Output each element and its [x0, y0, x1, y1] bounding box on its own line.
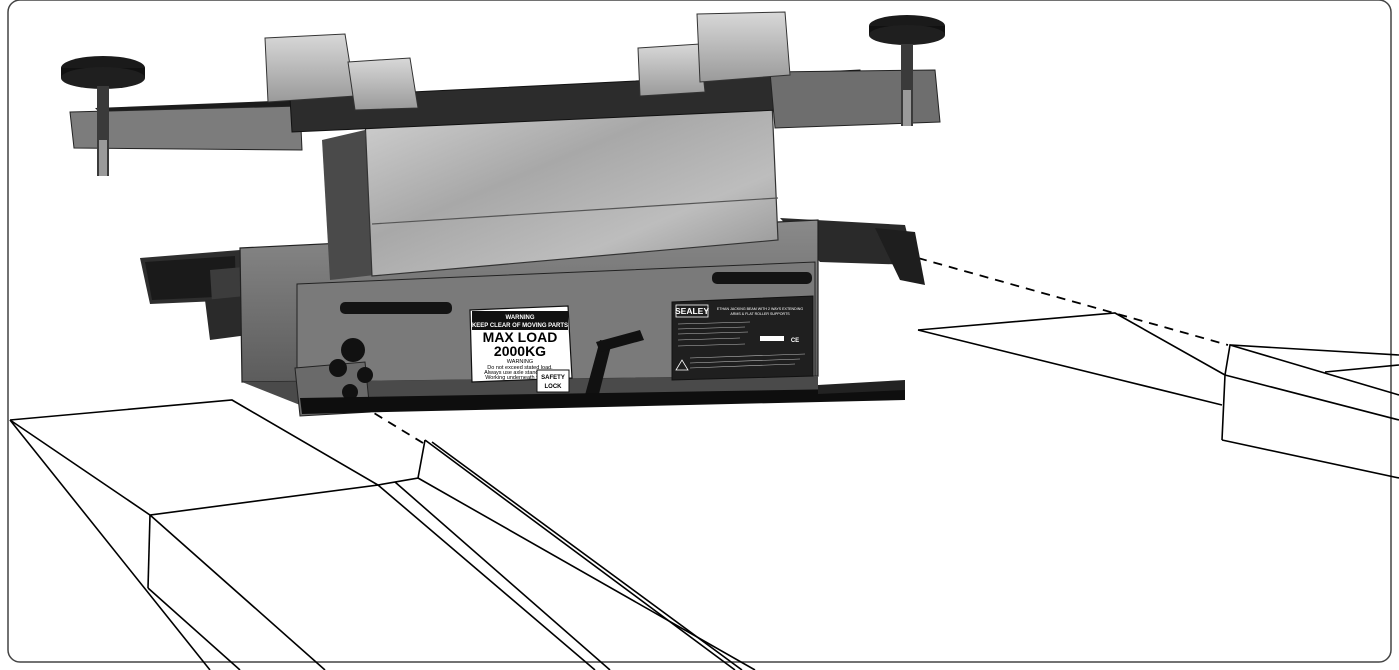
warning-triangle-icon [675, 359, 689, 371]
warning-line-3: Working underneath vehicle. [485, 375, 555, 381]
warning-heading: WARNING [506, 315, 535, 321]
max-load-title: MAX LOAD [483, 329, 558, 345]
brand-title-line-1: ETHAN JACKING BEAM WITH 2 WAYS EXTENDING [717, 307, 803, 311]
warning-2: WARNING [507, 359, 533, 365]
left-ramp [9, 399, 756, 670]
safety-lock-line-1: SAFETY [541, 375, 565, 381]
crank-handle [585, 340, 612, 398]
page-border [7, 0, 1392, 663]
brand-title-line-2: ARMS & FLAT ROLLER SUPPORTS [730, 312, 790, 316]
warning-line-2: Always use axle stands when [484, 370, 556, 376]
safety-lock-line-2: LOCK [545, 384, 563, 390]
right-pad [869, 15, 945, 126]
safety-lock-tag: SAFETY LOCK [536, 369, 570, 393]
support-block-4 [696, 11, 791, 83]
ce-mark: CE [791, 338, 799, 344]
warning-subheading: KEEP CLEAR OF MOVING PARTS [472, 323, 568, 329]
max-load-value: 2000KG [494, 343, 546, 359]
brand-name: SEALEY [675, 306, 709, 316]
chain-cluster [341, 338, 365, 362]
right-handle [712, 272, 812, 284]
pump-bar [300, 388, 905, 414]
body-side [322, 130, 375, 280]
right-ramp [917, 312, 1399, 479]
top-beam-left-end [69, 105, 303, 151]
warning-label: WARNING KEEP CLEAR OF MOVING PARTS MAX L… [469, 305, 573, 383]
top-beam-right-end [769, 69, 941, 129]
left-handle [340, 302, 452, 314]
warning-line-1: Do not exceed stated load. [487, 365, 553, 371]
brand-plate: SEALEY ETHAN JACKING BEAM WITH 2 WAYS EX… [671, 295, 814, 381]
support-block-3 [637, 43, 706, 97]
support-block-1 [264, 33, 356, 103]
jacking-beam [61, 11, 945, 417]
left-pad [61, 56, 145, 176]
support-block-2 [347, 57, 419, 111]
